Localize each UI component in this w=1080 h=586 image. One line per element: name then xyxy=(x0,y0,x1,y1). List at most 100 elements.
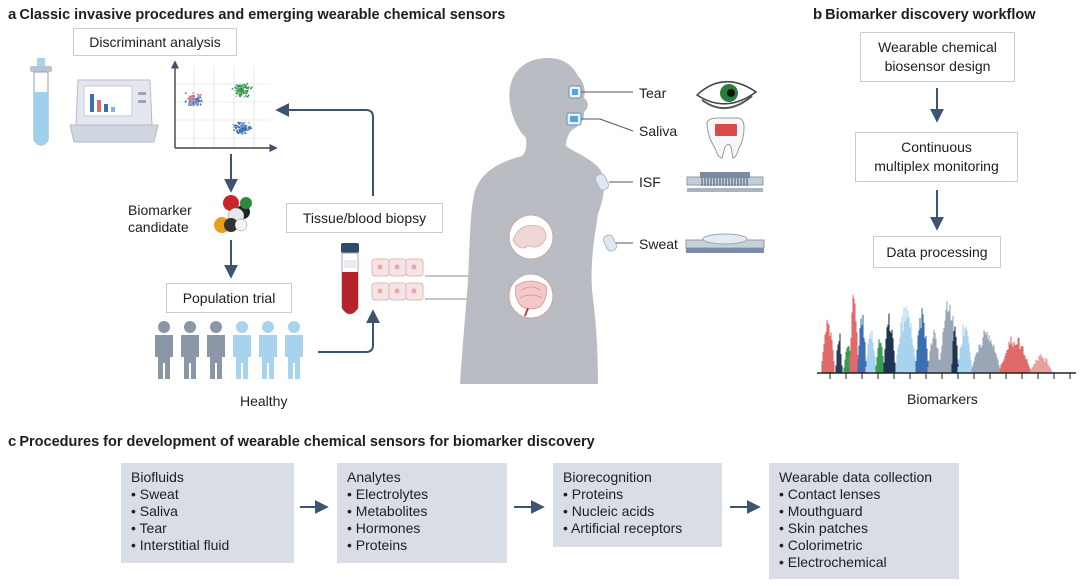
analyzer-instrument-icon xyxy=(69,79,159,143)
scatter-dot xyxy=(237,92,240,95)
scatter-dot xyxy=(233,129,236,132)
scatter-dot xyxy=(244,90,247,93)
scatter-dot xyxy=(192,95,195,97)
scatter-dot xyxy=(236,90,239,93)
microneedle-patch-icon xyxy=(686,172,764,192)
scatter-dot xyxy=(237,128,240,131)
scatter-dot xyxy=(200,93,202,96)
scatter-dot xyxy=(238,121,240,124)
scatter-dot xyxy=(241,128,244,131)
scatter-dot xyxy=(200,100,202,103)
scatter-dot xyxy=(235,85,238,87)
scatter-dot xyxy=(241,84,244,87)
scatter-dot xyxy=(246,95,249,98)
scatter-dot xyxy=(240,85,243,88)
discriminant-analysis-box: Discriminant analysis xyxy=(73,28,237,56)
biomarkers-axis-label: Biomarkers xyxy=(907,391,978,407)
discriminant-scatter-plot xyxy=(170,60,278,153)
scatter-dot xyxy=(246,86,249,89)
scatter-dot xyxy=(242,123,244,126)
population-people-icons xyxy=(155,321,303,379)
scatter-dot xyxy=(247,94,250,97)
scatter-dot xyxy=(235,126,238,129)
scatter-dot xyxy=(194,101,197,104)
test-tube-icon xyxy=(30,58,52,146)
scatter-dot xyxy=(198,100,201,103)
tooth-icon xyxy=(706,117,745,159)
scatter-dot xyxy=(244,128,247,131)
scatter-dot xyxy=(188,102,191,104)
scatter-dot xyxy=(197,98,200,100)
scatter-dot xyxy=(237,89,240,92)
tissue-biopsy-box: Tissue/blood biopsy xyxy=(286,203,443,233)
scatter-dot xyxy=(244,92,247,95)
scatter-dot xyxy=(241,91,244,94)
scatter-dot xyxy=(243,89,246,92)
scatter-dot xyxy=(192,101,195,103)
scatter-dot xyxy=(196,102,199,105)
scatter-dot xyxy=(240,132,243,134)
eye-icon xyxy=(695,80,758,109)
scatter-dot xyxy=(239,85,241,88)
biomarker-spectrum-chart xyxy=(817,295,1076,379)
scatter-dot xyxy=(248,126,251,129)
scatter-dot xyxy=(241,88,244,91)
box-biorecognition: Biorecognition ProteinsNucleic acidsArti… xyxy=(553,463,722,547)
scatter-dot xyxy=(242,132,244,135)
site-label-tear: Tear xyxy=(639,85,667,101)
sweat-patch-icon xyxy=(685,233,765,253)
scatter-dot xyxy=(234,86,237,89)
scatter-dot xyxy=(194,103,196,105)
scatter-dot xyxy=(246,129,248,132)
tissue-cells-icon xyxy=(371,258,424,301)
scatter-dot xyxy=(243,96,246,98)
healthy-label: Healthy xyxy=(240,393,288,409)
scatter-dot xyxy=(232,123,235,126)
scatter-dot xyxy=(196,99,198,102)
scatter-dot xyxy=(240,124,243,127)
site-label-isf: ISF xyxy=(639,174,661,190)
scatter-dot xyxy=(248,128,251,131)
scatter-dot xyxy=(247,86,250,88)
scatter-dot xyxy=(192,103,195,106)
scatter-dot xyxy=(246,90,249,92)
scatter-dot xyxy=(188,97,191,100)
site-lines xyxy=(581,91,634,244)
scatter-dot xyxy=(185,100,187,103)
blood-tube-icon xyxy=(341,243,359,315)
scatter-dot xyxy=(245,84,248,87)
scatter-dot xyxy=(190,96,193,99)
scatter-dot xyxy=(188,103,191,106)
scatter-dot xyxy=(239,83,241,86)
scatter-dot xyxy=(188,100,191,102)
scatter-dot xyxy=(243,86,245,89)
scatter-dot xyxy=(249,127,252,130)
scatter-dot xyxy=(236,125,239,128)
scatter-dot xyxy=(192,96,195,99)
scatter-dot xyxy=(190,101,193,103)
scatter-dot xyxy=(192,98,195,100)
intestine-organ-circle xyxy=(508,273,554,319)
site-label-saliva: Saliva xyxy=(639,123,678,139)
scatter-dot xyxy=(197,93,199,96)
scatter-dot xyxy=(250,86,253,89)
box-analytes: Analytes ElectrolytesMetabolitesHormones… xyxy=(337,463,507,563)
scatter-dot xyxy=(243,125,245,128)
scatter-dot xyxy=(250,87,252,90)
scatter-dot xyxy=(232,126,235,128)
scatter-dot xyxy=(236,130,238,132)
scatter-dot xyxy=(243,132,246,134)
scatter-dot xyxy=(231,87,234,90)
scatter-dot xyxy=(239,88,242,91)
step-data-processing: Data processing xyxy=(873,236,1001,268)
scatter-dot xyxy=(241,122,244,125)
box-wearable-data-collection: Wearable data collection Contact lensesM… xyxy=(769,463,959,579)
scatter-dot xyxy=(243,84,246,87)
molecule-icon xyxy=(214,195,252,233)
